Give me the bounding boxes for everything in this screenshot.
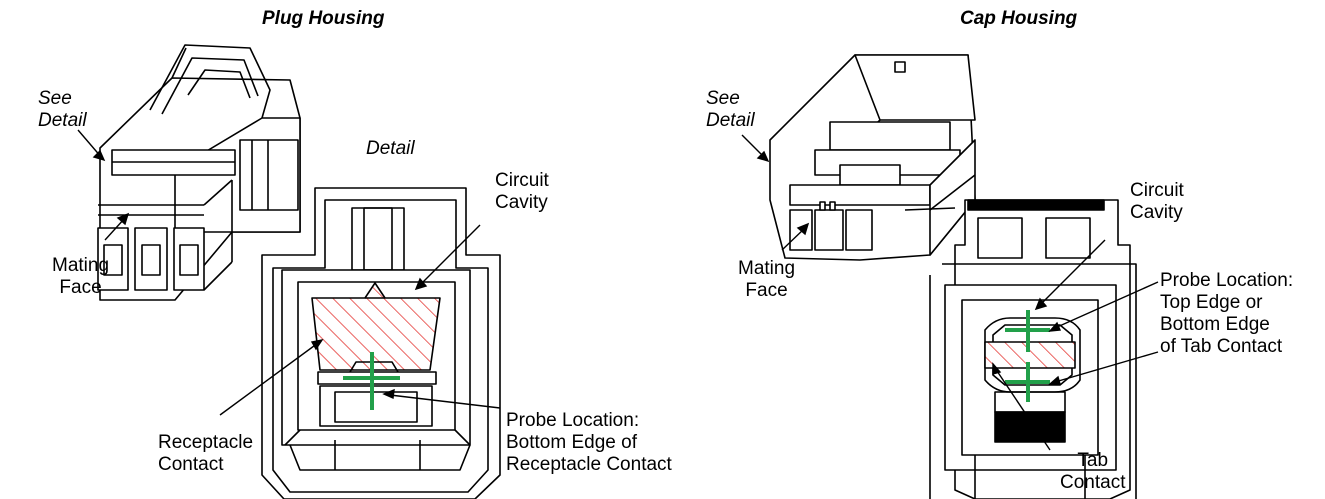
- cap-probe-marker-top: [1005, 310, 1050, 352]
- leader-lines: [77, 129, 1159, 451]
- plug-probe-marker: [343, 352, 400, 410]
- cap-housing-title: Cap Housing: [960, 8, 1078, 29]
- plug-housing-isometric: [97, 44, 301, 301]
- plug-housing-title: Plug Housing: [262, 8, 385, 29]
- cap-detail-drawing: [929, 199, 1137, 499]
- plug-detail-drawing: [261, 187, 501, 499]
- plug-detail-label: Detail: [366, 138, 415, 159]
- cap-probe-marker-bottom: [1005, 362, 1050, 402]
- cap-housing-isometric: [769, 54, 976, 261]
